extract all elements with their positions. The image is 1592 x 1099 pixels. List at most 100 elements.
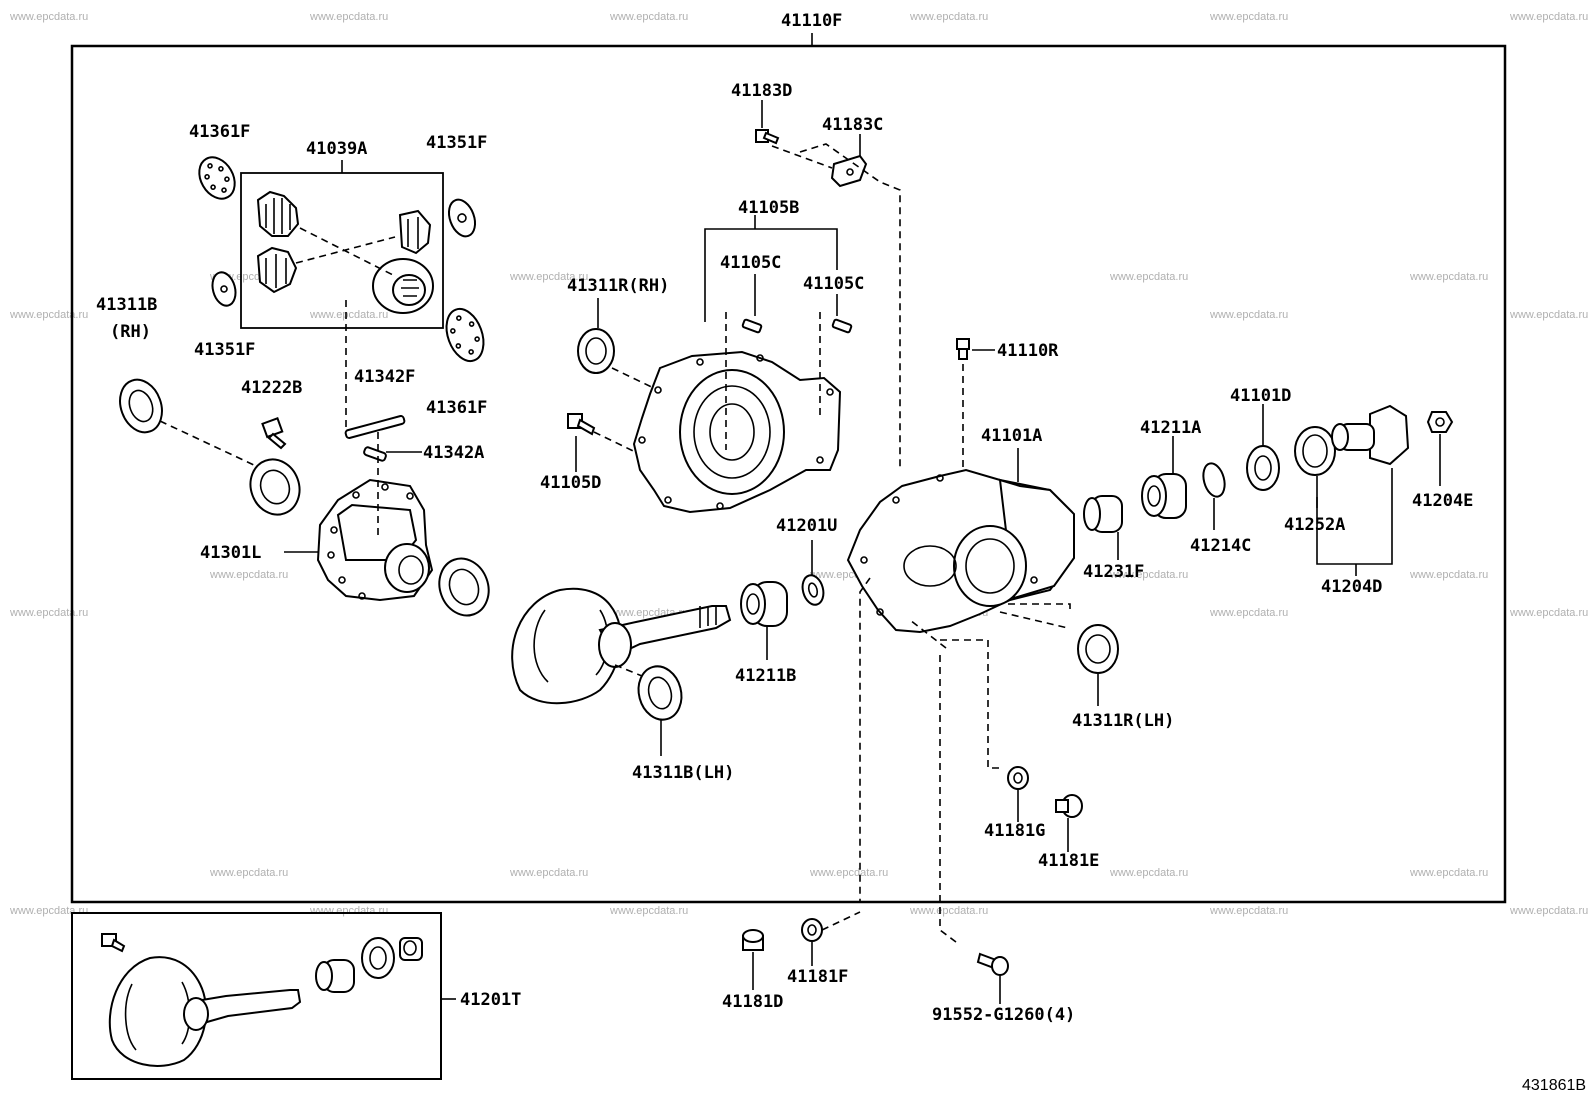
shield-41252a — [1294, 426, 1336, 476]
label-41105c-1[interactable]: 41105C — [720, 253, 781, 273]
ring-gear-pinion — [511, 587, 732, 705]
label-41311r-rh[interactable]: 41311R(RH) — [567, 276, 669, 296]
label-41252a[interactable]: 41252A — [1284, 515, 1345, 535]
bearing-41211b — [740, 581, 788, 627]
gasket-41181f — [801, 918, 823, 942]
breather-41110r — [956, 338, 970, 360]
watermark: www.epcdata.ru — [1109, 569, 1188, 581]
diagram-code: 431861B — [1522, 1077, 1586, 1094]
label-41181e[interactable]: 41181E — [1038, 851, 1099, 871]
label-41204d[interactable]: 41204D — [1321, 577, 1382, 597]
label-41214c[interactable]: 41214C — [1190, 536, 1251, 556]
watermark: www.epcdata.ru — [1409, 867, 1488, 879]
label-41110r[interactable]: 41110R — [997, 341, 1059, 361]
label-41105c-2[interactable]: 41105C — [803, 274, 864, 294]
label-41110f[interactable]: 41110F — [781, 11, 842, 31]
label-41211b[interactable]: 41211B — [735, 666, 796, 686]
watermark: www.epcdata.ru — [1509, 11, 1588, 23]
shim-41311b-lh — [637, 665, 683, 721]
watermark: www.epcdata.ru — [1109, 867, 1188, 879]
label-41342a[interactable]: 41342A — [423, 443, 484, 463]
label-41183c[interactable]: 41183C — [822, 115, 883, 135]
bolt-91552 — [976, 952, 1009, 976]
watermark: www.epcdata.ru — [309, 309, 388, 321]
label-91552-g1260[interactable]: 91552-G1260(4) — [932, 1005, 1075, 1025]
pin-41342a — [363, 446, 387, 462]
bearing-41211a — [1141, 473, 1187, 519]
shim-41311b-rh — [119, 378, 163, 434]
label-41311r-lh[interactable]: 41311R(LH) — [1072, 711, 1174, 731]
label-41342f[interactable]: 41342F — [354, 367, 415, 387]
watermark: www.epcdata.ru — [309, 11, 388, 23]
gear-set-box — [71, 912, 442, 1080]
label-41101a[interactable]: 41101A — [981, 426, 1042, 446]
dashed-guide — [614, 664, 643, 677]
label-41211a[interactable]: 41211A — [1140, 418, 1201, 438]
watermark: www.epcdata.ru — [909, 11, 988, 23]
pin-41342f — [344, 415, 406, 439]
dowel-pin-41105c — [831, 318, 853, 334]
watermark: www.epcdata.ru — [1409, 271, 1488, 283]
assembly-frame — [70, 44, 1507, 904]
dashed-guide — [611, 367, 663, 393]
plate-41183c — [830, 154, 868, 188]
label-41204e[interactable]: 41204E — [1412, 491, 1473, 511]
gear-set-41201t — [101, 933, 423, 1067]
carrier-housing-41101a — [846, 468, 1075, 634]
watermark: www.epcdata.ru — [1209, 905, 1288, 917]
washer-41351f-bottom — [211, 271, 237, 307]
bolt-41105d — [567, 413, 596, 436]
label-41201u[interactable]: 41201U — [776, 516, 837, 536]
dashed-guide — [345, 300, 379, 540]
label-41311b-rh[interactable]: 41311B — [96, 295, 157, 315]
bracket-line — [1316, 468, 1393, 565]
watermark: www.epcdata.ru — [1409, 569, 1488, 581]
label-41183d[interactable]: 41183D — [731, 81, 792, 101]
dashed-guide — [821, 911, 861, 931]
label-41351f-top[interactable]: 41351F — [426, 133, 487, 153]
oil-seal-41311r-rh — [577, 328, 615, 374]
bearing-case-right — [438, 557, 490, 617]
washer-41361f-bottom — [445, 307, 485, 363]
pinion-gear — [256, 190, 300, 237]
spacer-41201u — [801, 574, 825, 606]
watermark: www.epcdata.ru — [909, 905, 988, 917]
washer-41361f-top — [198, 156, 236, 200]
side-gear — [256, 246, 298, 294]
label-41222b[interactable]: 41222B — [241, 378, 302, 398]
dashed-guide — [771, 143, 901, 470]
watermark: www.epcdata.ru — [9, 11, 88, 23]
watermark: www.epcdata.ru — [9, 309, 88, 321]
gasket-41181g — [1007, 766, 1029, 790]
side-gear — [372, 258, 434, 314]
label-41039a[interactable]: 41039A — [306, 139, 367, 159]
flange-41204d — [1331, 404, 1410, 466]
dashed-guide — [295, 227, 396, 277]
label-41311b-rh-suffix: (RH) — [110, 322, 151, 342]
label-41351f-bottom[interactable]: 41351F — [194, 340, 255, 360]
sleeve-41231f — [1083, 495, 1123, 533]
dowel-pin-41105c — [741, 318, 763, 334]
label-41105b[interactable]: 41105B — [738, 198, 799, 218]
label-41181d[interactable]: 41181D — [722, 992, 783, 1012]
watermark: www.epcdata.ru — [209, 867, 288, 879]
label-41181g[interactable]: 41181G — [984, 821, 1045, 841]
label-41311b-lh[interactable]: 41311B(LH) — [632, 763, 734, 783]
watermark: www.epcdata.ru — [1509, 309, 1588, 321]
watermark: www.epcdata.ru — [509, 867, 588, 879]
label-41105d[interactable]: 41105D — [540, 473, 601, 493]
label-41301l[interactable]: 41301L — [200, 543, 261, 563]
watermark: www.epcdata.ru — [309, 905, 388, 917]
label-41231f[interactable]: 41231F — [1083, 562, 1144, 582]
oil-seal-41311r-lh — [1077, 624, 1119, 674]
differential-case-41301l — [316, 478, 434, 602]
label-41201t[interactable]: 41201T — [460, 990, 521, 1010]
label-41181f[interactable]: 41181F — [787, 967, 848, 987]
carrier-cover-41105b — [632, 350, 842, 514]
spacer-41214c — [1202, 462, 1226, 498]
plug-41181d — [742, 929, 764, 951]
label-41101d[interactable]: 41101D — [1230, 386, 1291, 406]
label-41361f-top[interactable]: 41361F — [189, 122, 250, 142]
label-41361f-bottom[interactable]: 41361F — [426, 398, 487, 418]
